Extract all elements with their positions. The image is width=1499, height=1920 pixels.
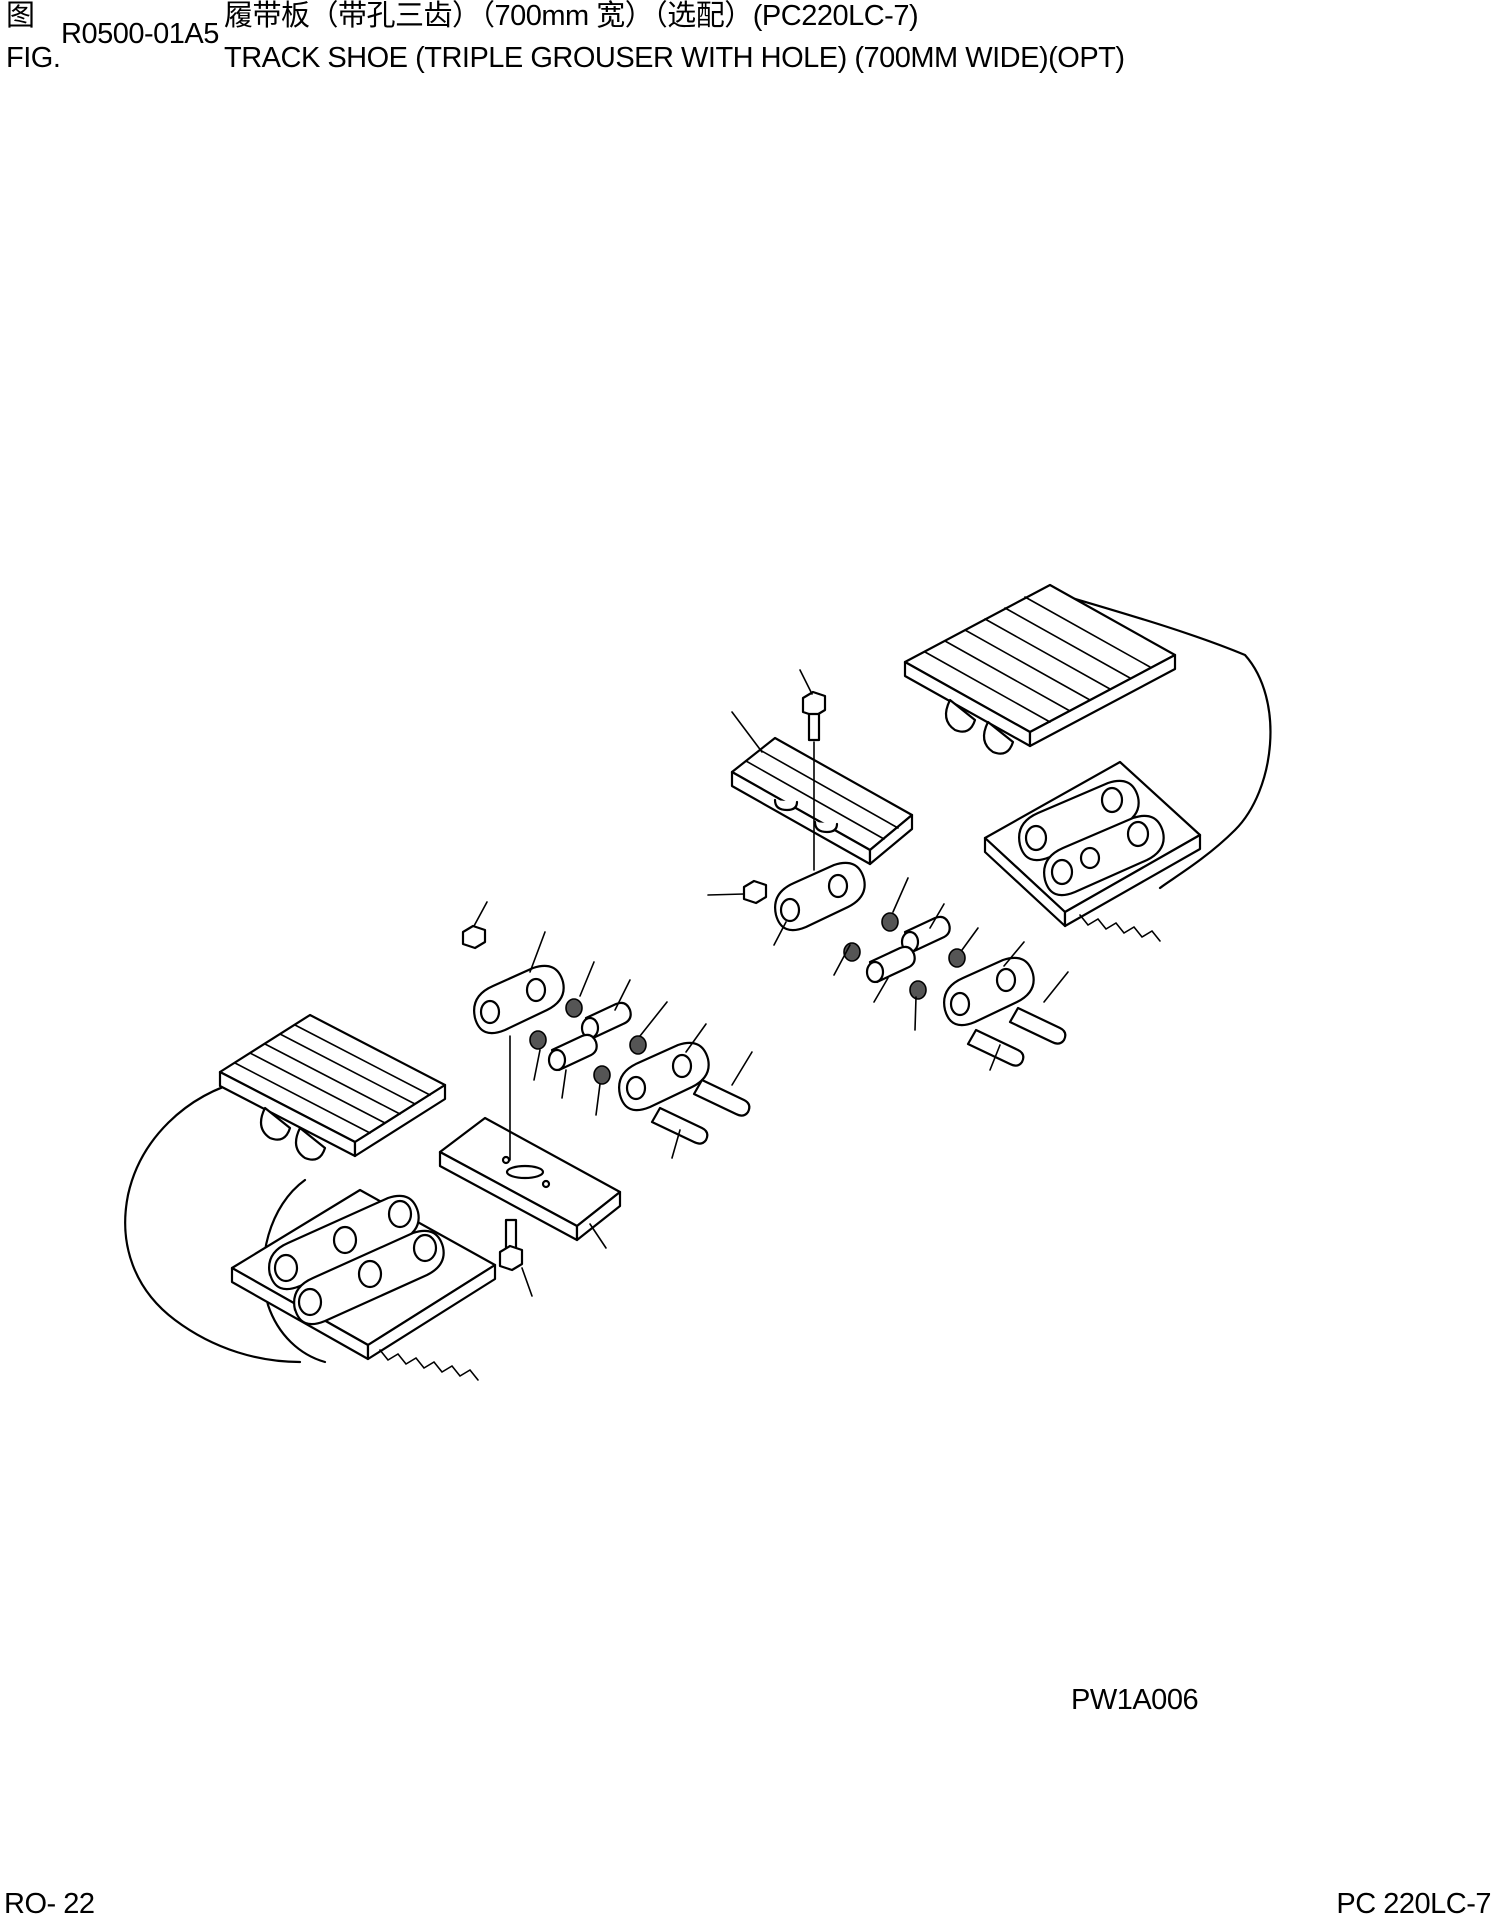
left-pin-lower bbox=[650, 1106, 709, 1145]
far-right-link bbox=[943, 956, 1035, 1027]
lower-shoe-bolt bbox=[498, 1218, 524, 1272]
center-right-link bbox=[774, 861, 866, 932]
upper-right-track-assembly bbox=[903, 583, 1272, 942]
drawing-number: PW1A006 bbox=[1071, 1684, 1199, 1716]
leader-lines bbox=[473, 669, 1069, 1297]
right-pin-lower bbox=[966, 1028, 1025, 1067]
right-pin-upper bbox=[1008, 1006, 1067, 1045]
title-chinese: 履带板（带孔三齿）（700mm 宽）（选配）(PC220LC-7) bbox=[224, 0, 919, 32]
lower-left-track-assembly bbox=[124, 1013, 497, 1381]
figure-code: R0500-01A5 bbox=[61, 18, 219, 50]
lower-track-loop bbox=[124, 1078, 302, 1364]
lower-shoes bbox=[218, 1013, 447, 1161]
upper-track-loop bbox=[1050, 590, 1272, 890]
right-seals-bushings bbox=[843, 912, 966, 1000]
upper-nut bbox=[742, 879, 768, 905]
center-left-link bbox=[473, 964, 565, 1035]
page-number: RO- 22 bbox=[4, 1888, 95, 1920]
center-left-link-2 bbox=[618, 1041, 710, 1112]
center-upper-shoe-plate bbox=[730, 736, 914, 866]
left-pin-upper bbox=[692, 1078, 751, 1117]
machine-model: PC 220LC-7 bbox=[1336, 1888, 1491, 1920]
center-lower-shoe-plate bbox=[438, 1035, 622, 1242]
upper-link-chain bbox=[983, 760, 1202, 942]
left-seals-bushings bbox=[529, 998, 647, 1085]
upper-shoes bbox=[903, 583, 1177, 755]
upper-shoe-bolt bbox=[801, 690, 827, 871]
fig-kanji: 图 bbox=[6, 0, 35, 32]
fig-label: FIG. bbox=[6, 42, 61, 74]
left-nut bbox=[461, 924, 487, 950]
title-english: TRACK SHOE (TRIPLE GROUSER WITH HOLE) (7… bbox=[224, 42, 1125, 74]
lower-link-chain bbox=[230, 1188, 497, 1381]
